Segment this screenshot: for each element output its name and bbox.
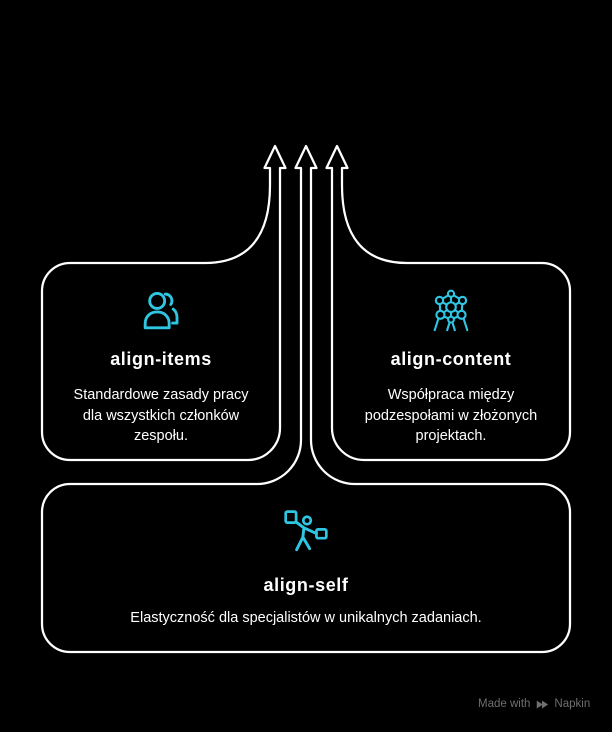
card-description: Współpraca między podzespołami w złożony…: [364, 387, 538, 444]
card-description: Elastyczność dla specjalistów w unikalny…: [130, 610, 482, 626]
card-title: align-items: [110, 349, 212, 369]
funnel-arrow-center: [40, 144, 572, 654]
card-description: Standardowe zasady pracy dla wszystkich …: [73, 387, 249, 444]
card-align-items: align-items Standardowe zasady pracy dla…: [39, 288, 283, 447]
users-icon: [143, 292, 179, 330]
watermark-brand: Napkin: [554, 698, 591, 710]
team-network-icon: [433, 289, 469, 332]
card-title: align-content: [390, 349, 512, 369]
napkin-logo-icon: [537, 700, 549, 709]
watermark-prefix: Made with: [478, 698, 531, 710]
napkin-watermark: Made with Napkin: [478, 697, 590, 712]
card-align-self: align-self Elastyczność dla specjalistów…: [42, 508, 570, 629]
card-align-content: align-content Współpraca między podzespo…: [332, 288, 570, 447]
person-flags-icon: [284, 510, 328, 552]
card-title: align-self: [263, 575, 349, 595]
